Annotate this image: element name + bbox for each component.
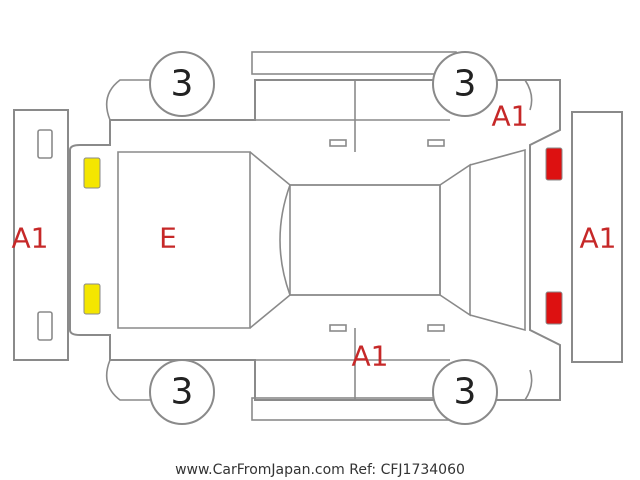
- front-bumper-grade: A1: [12, 222, 49, 255]
- hood-grade: E: [159, 222, 177, 255]
- wheel-rear-left: 3: [432, 51, 498, 117]
- car-body: [69, 51, 561, 421]
- wheel-rear-right: 3: [432, 359, 498, 425]
- rear-bumper-grade: A1: [580, 222, 617, 255]
- rear-bumper: [571, 111, 623, 363]
- front-lamp-bottom: [83, 283, 101, 315]
- rear-right-fender-grade: A1: [492, 100, 529, 133]
- wheel-front-right: 3: [149, 359, 215, 425]
- front-lamp-top: [83, 157, 101, 189]
- right-doors-grade: A1: [352, 340, 389, 373]
- wheel-rear-right-score: 3: [454, 372, 477, 413]
- watermark-text: www.CarFromJapan.com Ref: CFJ1734060: [175, 462, 465, 478]
- rear-lamp-bottom: [545, 291, 563, 325]
- wheel-front-left-score: 3: [171, 64, 194, 105]
- wheel-front-right-score: 3: [171, 372, 194, 413]
- rear-lamp-top: [545, 147, 563, 181]
- wheel-front-left: 3: [149, 51, 215, 117]
- front-bumper: [13, 109, 69, 361]
- wheel-rear-left-score: 3: [454, 64, 477, 105]
